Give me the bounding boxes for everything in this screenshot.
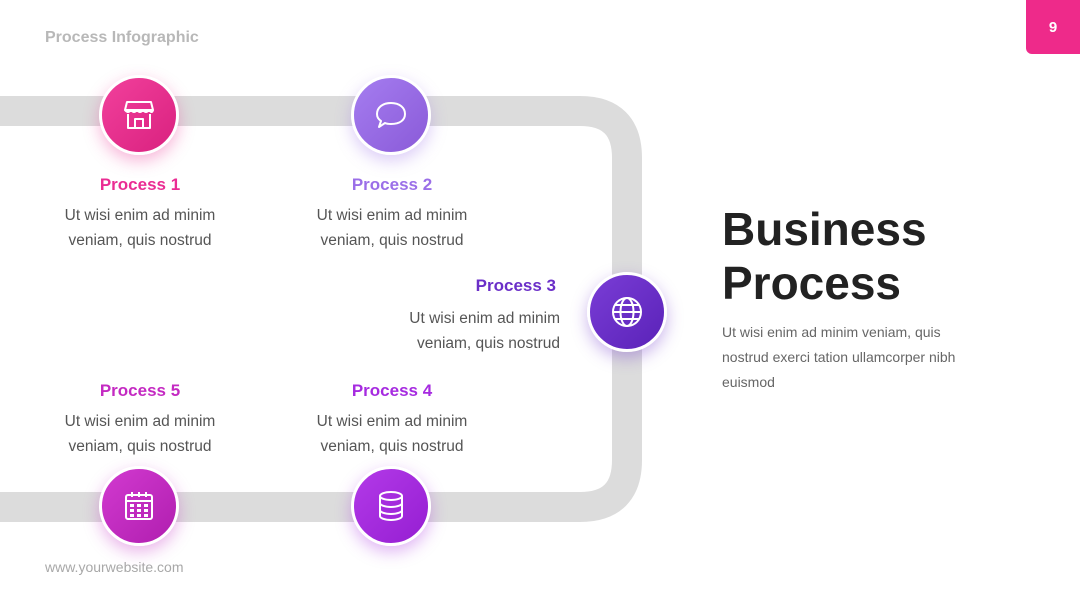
process-4-title: Process 4 xyxy=(351,381,433,400)
main-title: Business Process xyxy=(722,203,927,309)
page-number-badge: 9 xyxy=(1026,0,1080,54)
process-5-node xyxy=(99,466,179,546)
process-5-title: Process 5 xyxy=(99,381,181,400)
process-4-desc-line2: veniam, quis nostrud xyxy=(320,438,464,455)
process-2-title: Process 2 xyxy=(351,175,433,194)
database-icon xyxy=(379,491,403,522)
main-description: Ut wisi enim ad minim veniam, quis nostr… xyxy=(722,324,956,390)
process-1-desc: Ut wisi enim ad minim veniam, quis nostr… xyxy=(30,203,250,253)
process-4-desc-line1: Ut wisi enim ad minim xyxy=(316,413,468,430)
process-5-desc-line1: Ut wisi enim ad minim xyxy=(64,413,216,430)
store-icon xyxy=(124,101,154,129)
process-2-node xyxy=(351,75,431,155)
process-1-title: Process 1 xyxy=(99,175,181,194)
chat-bubble-icon xyxy=(376,102,406,128)
process-1-node xyxy=(99,75,179,155)
process-1-desc-line1: Ut wisi enim ad minim xyxy=(64,207,216,224)
process-3-desc: Ut wisi enim ad minim veniam, quis nostr… xyxy=(340,306,560,356)
process-5-desc-line2: veniam, quis nostrud xyxy=(68,438,212,455)
header-title: Process Infographic xyxy=(45,29,199,46)
process-3-desc-line2: veniam, quis nostrud xyxy=(416,335,560,352)
calendar-icon xyxy=(125,492,153,520)
process-4-node xyxy=(351,466,431,546)
process-4-desc: Ut wisi enim ad minim veniam, quis nostr… xyxy=(282,409,502,459)
process-2-desc-line2: veniam, quis nostrud xyxy=(320,232,464,249)
process-1-desc-line2: veniam, quis nostrud xyxy=(68,232,212,249)
process-3-title: Process 3 xyxy=(475,276,556,295)
process-2-desc: Ut wisi enim ad minim veniam, quis nostr… xyxy=(282,203,502,253)
process-3-desc-line1: Ut wisi enim ad minim xyxy=(409,310,560,327)
process-2-desc-line1: Ut wisi enim ad minim xyxy=(316,207,468,224)
process-3-node xyxy=(587,272,667,352)
globe-icon xyxy=(612,297,642,327)
footer-url[interactable]: www.yourwebsite.com xyxy=(45,559,184,575)
process-5-desc: Ut wisi enim ad minim veniam, quis nostr… xyxy=(30,409,250,459)
